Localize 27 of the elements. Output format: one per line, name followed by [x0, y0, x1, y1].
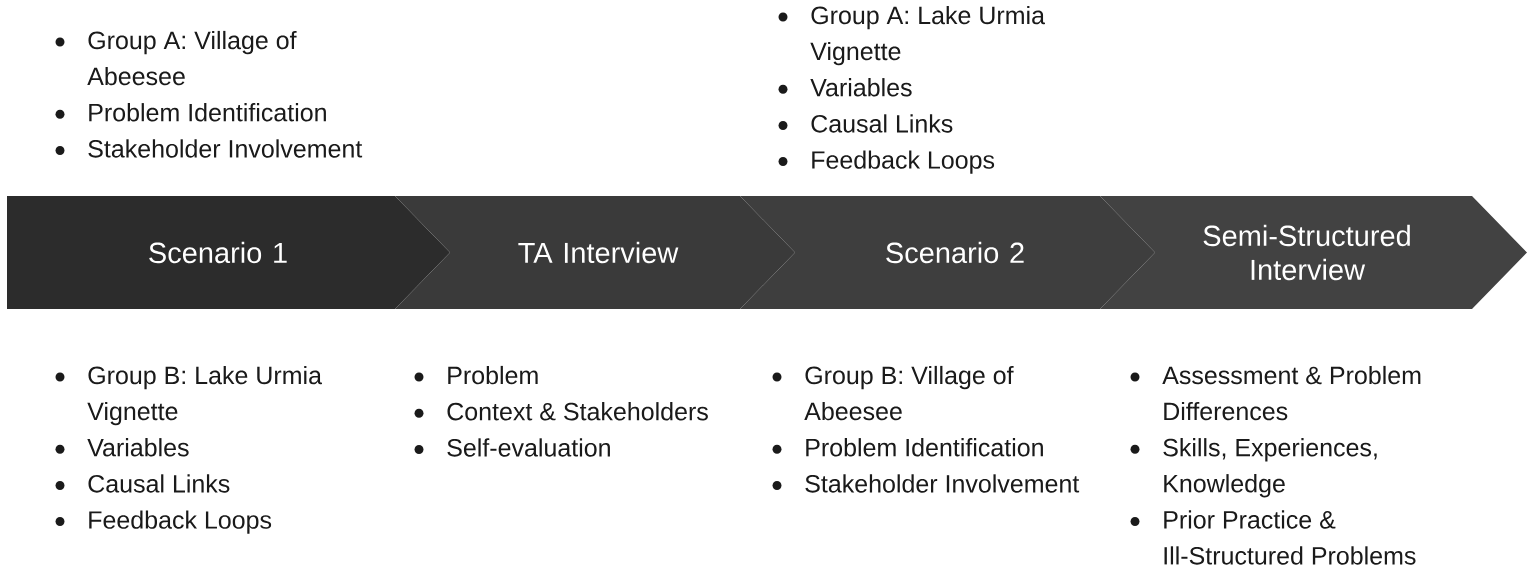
list-item: Skills, Experiences, Knowledge — [1163, 438, 1377, 498]
list-item: Problem Identification — [806, 438, 1043, 457]
list-item: Causal Links — [811, 114, 953, 133]
node-label: Semi-Structured Interview — [1203, 224, 1410, 281]
list-item: Group B: Lake Urmia Vignette — [87, 365, 322, 426]
node-label: Scenario 2 — [886, 241, 1024, 264]
list-item: Feedback Loops — [812, 150, 995, 174]
node-label: TA Interview — [518, 241, 679, 264]
list-item: Variables — [87, 438, 189, 457]
chevron-step: Scenario 1 — [7, 196, 450, 309]
chevron-step: Scenario 2 — [740, 196, 1155, 309]
list-item: Variables — [810, 78, 912, 97]
list-item: Stakeholder Involvement — [805, 474, 1080, 493]
list-item: Self-evaluation — [447, 438, 610, 457]
list-item: Feedback Loops — [89, 510, 272, 534]
chevron-step: TA Interview — [395, 196, 795, 309]
list-item: Group A: Village of Abeesee — [87, 30, 297, 86]
list-item: Causal Links — [88, 474, 230, 493]
list-item: Stakeholder Involvement — [88, 139, 363, 158]
chevron-step: Semi-Structured Interview — [1100, 196, 1527, 309]
list-item: Problem Identification — [89, 103, 326, 122]
list-item: Context & Stakeholders — [447, 402, 708, 421]
list-item: Assessment & Problem Differences — [1162, 365, 1421, 421]
list-item: Group A: Lake Urmia Vignette — [810, 5, 1045, 66]
list-item: Problem — [448, 365, 538, 385]
list-item: Prior Practice & Ill-Structured Problems — [1164, 510, 1416, 565]
list-item: Group B: Village of Abeesee — [804, 365, 1014, 421]
